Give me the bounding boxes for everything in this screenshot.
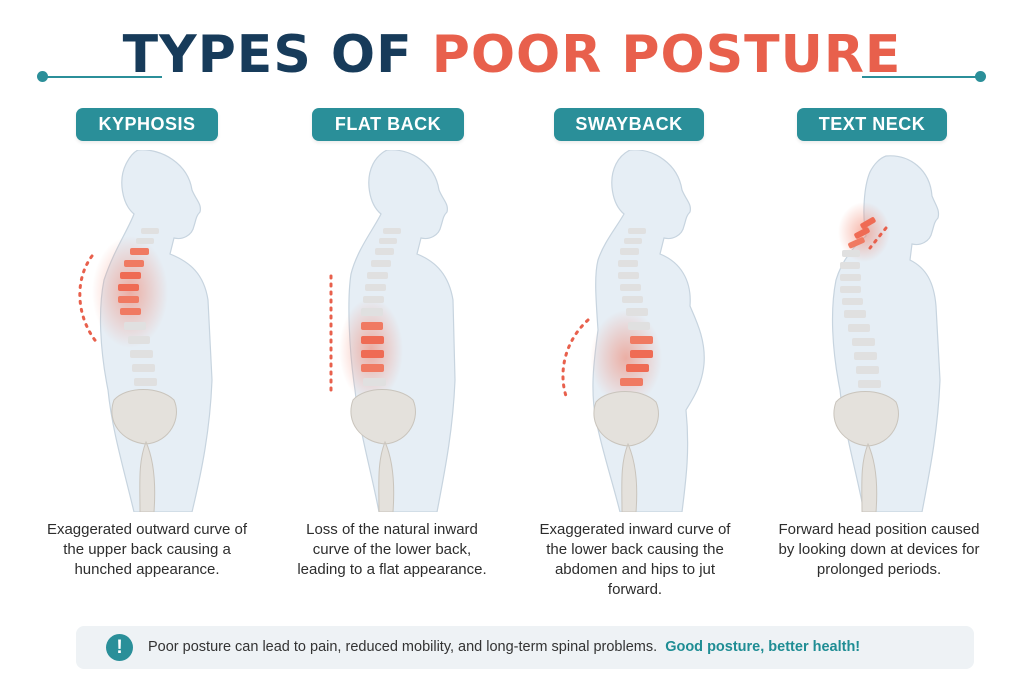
footer-highlight: Good posture, better health!	[665, 639, 861, 655]
posture-card-text-neck: TEXT NECK Forward	[774, 0, 984, 620]
spine	[618, 228, 653, 386]
alert-icon: !	[106, 634, 133, 661]
swayback-figure	[561, 150, 705, 512]
kyphosis-curve-indicator	[78, 254, 100, 346]
posture-description-text-neck: Forward head position caused by looking …	[778, 521, 980, 578]
posture-card-kyphosis: KYPHOSIS Exaggerated out	[42, 0, 252, 620]
posture-label-text-neck: TEXT NECK	[797, 108, 947, 141]
title-dot-left	[37, 71, 48, 82]
pelvis	[111, 389, 177, 445]
highlight-glow	[590, 310, 662, 406]
posture-description-flat-back: Loss of the natural inward curve of the …	[297, 521, 487, 578]
title-rule-left	[44, 76, 162, 78]
femur	[378, 440, 395, 512]
posture-card-swayback: SWAYBACK Exaggerated inw	[530, 0, 740, 620]
femur	[861, 442, 878, 512]
footer-message: Poor posture can lead to pain, reduced m…	[148, 639, 658, 655]
spine	[840, 217, 881, 388]
title-part-2: POOR POSTURE	[431, 25, 902, 85]
title-bar: TYPES OF POOR POSTURE	[0, 22, 1024, 88]
swayback-curve-indicator	[561, 318, 590, 398]
spine	[118, 228, 159, 386]
flat-back-figure	[329, 150, 456, 512]
femur	[621, 442, 638, 512]
posture-card-flat-back: FLAT BACK Loss of the na	[287, 0, 497, 620]
footer-note: ! Poor posture can lead to pain, reduced…	[76, 626, 974, 669]
posture-description-swayback: Exaggerated inward curve of the lower ba…	[539, 521, 731, 598]
spine	[361, 228, 401, 386]
kyphosis-figure	[78, 150, 213, 512]
title-rule-right	[862, 76, 980, 78]
posture-label-swayback: SWAYBACK	[554, 108, 704, 141]
footer-text: Poor posture can lead to pain, reduced m…	[148, 626, 860, 669]
title-part-1: TYPES OF	[122, 25, 413, 85]
femur	[139, 440, 156, 512]
title-dot-right	[975, 71, 986, 82]
posture-description-kyphosis: Exaggerated outward curve of the upper b…	[46, 521, 248, 578]
text-neck-figure	[831, 155, 941, 512]
pelvis	[833, 391, 899, 447]
posture-label-flat-back: FLAT BACK	[312, 108, 464, 141]
page-title: TYPES OF POOR POSTURE	[0, 22, 1024, 88]
highlight-glow	[92, 236, 168, 348]
pelvis	[350, 389, 416, 445]
posture-label-kyphosis: KYPHOSIS	[76, 108, 218, 141]
pelvis	[593, 391, 659, 447]
